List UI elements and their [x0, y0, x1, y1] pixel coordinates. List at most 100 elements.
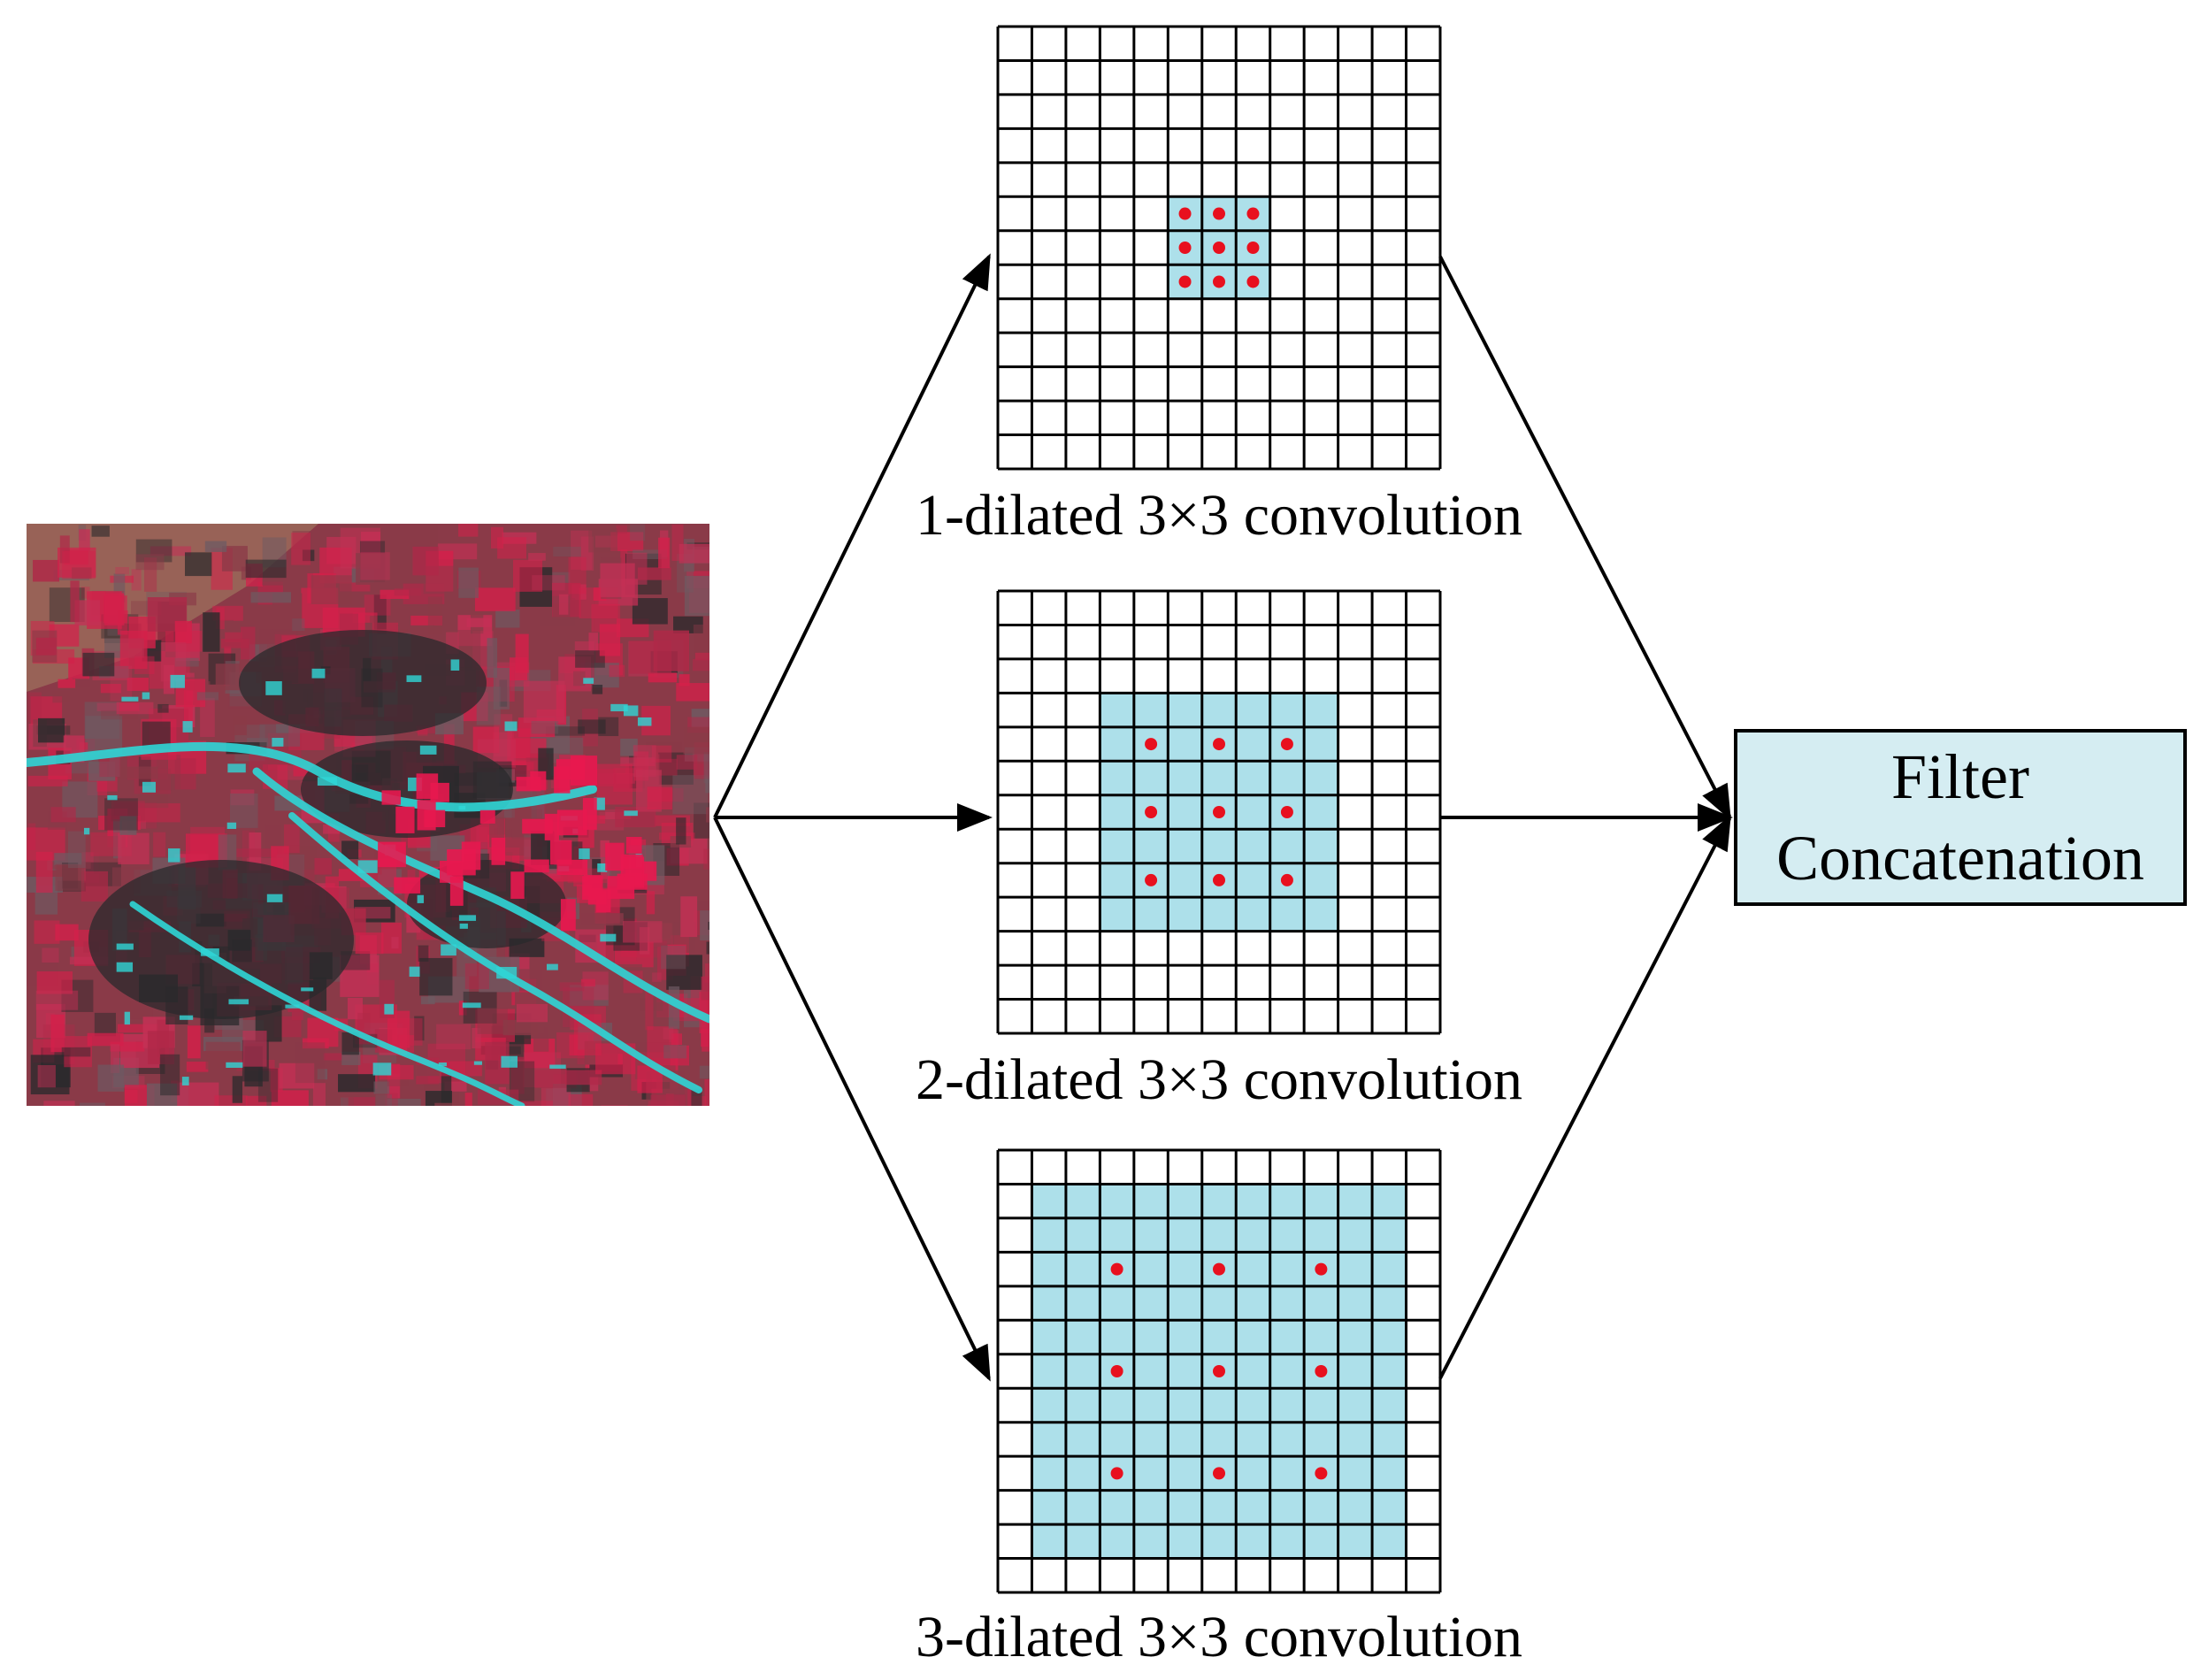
filter-concatenation-rect — [1734, 729, 2187, 906]
image-water-patch — [182, 721, 193, 733]
image-water-patch — [549, 1064, 566, 1069]
image-texture-patch — [70, 580, 80, 623]
image-texture-patch — [27, 692, 42, 723]
image-texture-patch — [364, 595, 391, 616]
image-texture-patch — [592, 684, 603, 694]
output-arrows — [1438, 256, 1733, 1379]
image-texture-patch — [118, 832, 150, 864]
image-texture-patch — [692, 658, 709, 671]
image-texture-patch — [375, 1094, 393, 1106]
image-texture-patch — [650, 1094, 686, 1106]
image-water-channel — [288, 812, 702, 1093]
image-texture-patch — [568, 1093, 594, 1106]
image-field-patch — [491, 837, 506, 865]
image-texture-patch — [684, 575, 709, 617]
image-texture-patch — [229, 793, 258, 828]
image-texture-patch — [52, 690, 71, 703]
image-texture-patch — [165, 642, 179, 657]
image-texture-patch — [302, 1038, 329, 1049]
image-field-patch — [395, 806, 415, 833]
image-texture-patch — [407, 870, 416, 882]
image-field-patch — [625, 837, 642, 854]
image-texture-patch — [242, 1031, 267, 1067]
kernel-point-dot — [1145, 806, 1158, 818]
image-texture-patch — [680, 896, 698, 938]
kernel-point-dot — [1246, 207, 1260, 220]
image-texture-patch — [312, 1083, 326, 1106]
image-texture-patch — [693, 624, 709, 661]
image-field-patch — [642, 861, 657, 881]
image-texture-patch — [487, 638, 498, 678]
image-texture-patch — [571, 530, 593, 570]
arrow-from-grid-3 — [1438, 814, 1731, 1379]
image-texture-patch — [131, 569, 142, 591]
image-field-patch — [544, 813, 559, 840]
image-texture-patch — [516, 1003, 548, 1023]
image-texture-patch — [658, 537, 671, 569]
image-texture-patch — [429, 525, 439, 548]
image-texture-patch — [412, 546, 439, 576]
image-texture-patch — [587, 809, 625, 831]
image-texture-patch — [116, 702, 154, 715]
kernel-point-dot — [1213, 806, 1225, 818]
image-texture-patch — [610, 532, 644, 552]
image-water-patch — [624, 810, 638, 817]
image-texture-patch — [414, 1016, 425, 1041]
image-texture-patch — [568, 556, 587, 595]
image-texture-patch — [709, 1102, 718, 1135]
image-field-patch — [516, 777, 541, 792]
image-water-patch — [226, 1062, 243, 1068]
image-water-patch — [600, 933, 617, 942]
image-field-patch — [461, 841, 481, 871]
arrow-to-grid-3 — [713, 817, 991, 1382]
image-water-patch — [285, 1004, 300, 1009]
image-texture-patch — [691, 1089, 702, 1106]
image-texture-patch — [341, 1032, 359, 1055]
image-texture-patch — [245, 559, 287, 579]
image-field-patch — [430, 782, 449, 802]
image-texture-patch — [580, 978, 595, 987]
kernel-point-dot — [1315, 1262, 1328, 1276]
image-texture-patch — [588, 528, 618, 553]
image-texture-patch — [706, 807, 709, 823]
kernel-point-dot — [1213, 1365, 1225, 1377]
image-water-patch — [228, 999, 249, 1005]
kernel-point-dot — [1178, 275, 1192, 288]
image-texture-patch — [355, 932, 384, 955]
image-field-patch — [381, 790, 402, 805]
image-texture-patch — [204, 1008, 215, 1033]
kernel-point-dot — [1315, 1365, 1328, 1377]
image-texture-patch — [323, 1053, 351, 1061]
input-satellite-image — [27, 524, 718, 1135]
image-texture-patch — [124, 1089, 138, 1103]
image-water-patch — [438, 1062, 447, 1067]
image-texture-patch — [701, 1029, 709, 1047]
image-texture-patch — [341, 1051, 361, 1065]
image-texture-patch — [558, 594, 569, 615]
image-texture-patch — [499, 1046, 521, 1055]
image-texture-patch — [214, 1095, 248, 1106]
image-texture-patch — [694, 652, 709, 661]
image-texture-patch — [553, 546, 581, 557]
kernel-point-dot — [1110, 1467, 1123, 1480]
image-texture-patch — [599, 624, 621, 656]
kernel-point-dot — [1315, 1467, 1328, 1480]
image-field-patch — [394, 877, 421, 894]
filter-concatenation-box: Filter Concatenation — [1734, 729, 2187, 906]
image-texture-patch — [699, 1065, 709, 1079]
image-texture-patch — [65, 1105, 78, 1106]
image-texture-patch — [523, 680, 565, 724]
image-texture-patch — [100, 684, 121, 694]
image-texture-patch — [157, 755, 181, 791]
image-texture-patch — [704, 963, 709, 983]
image-texture-patch — [671, 1033, 683, 1046]
image-water-patch — [265, 681, 282, 695]
image-texture-patch — [672, 775, 709, 815]
image-texture-patch — [91, 525, 110, 537]
image-water-patch — [473, 1061, 482, 1065]
image-texture-patch — [55, 924, 79, 941]
image-texture-patch — [609, 664, 625, 678]
image-texture-patch — [284, 824, 300, 854]
image-texture-patch — [50, 1014, 65, 1053]
kernel-point-dot — [1145, 738, 1158, 751]
